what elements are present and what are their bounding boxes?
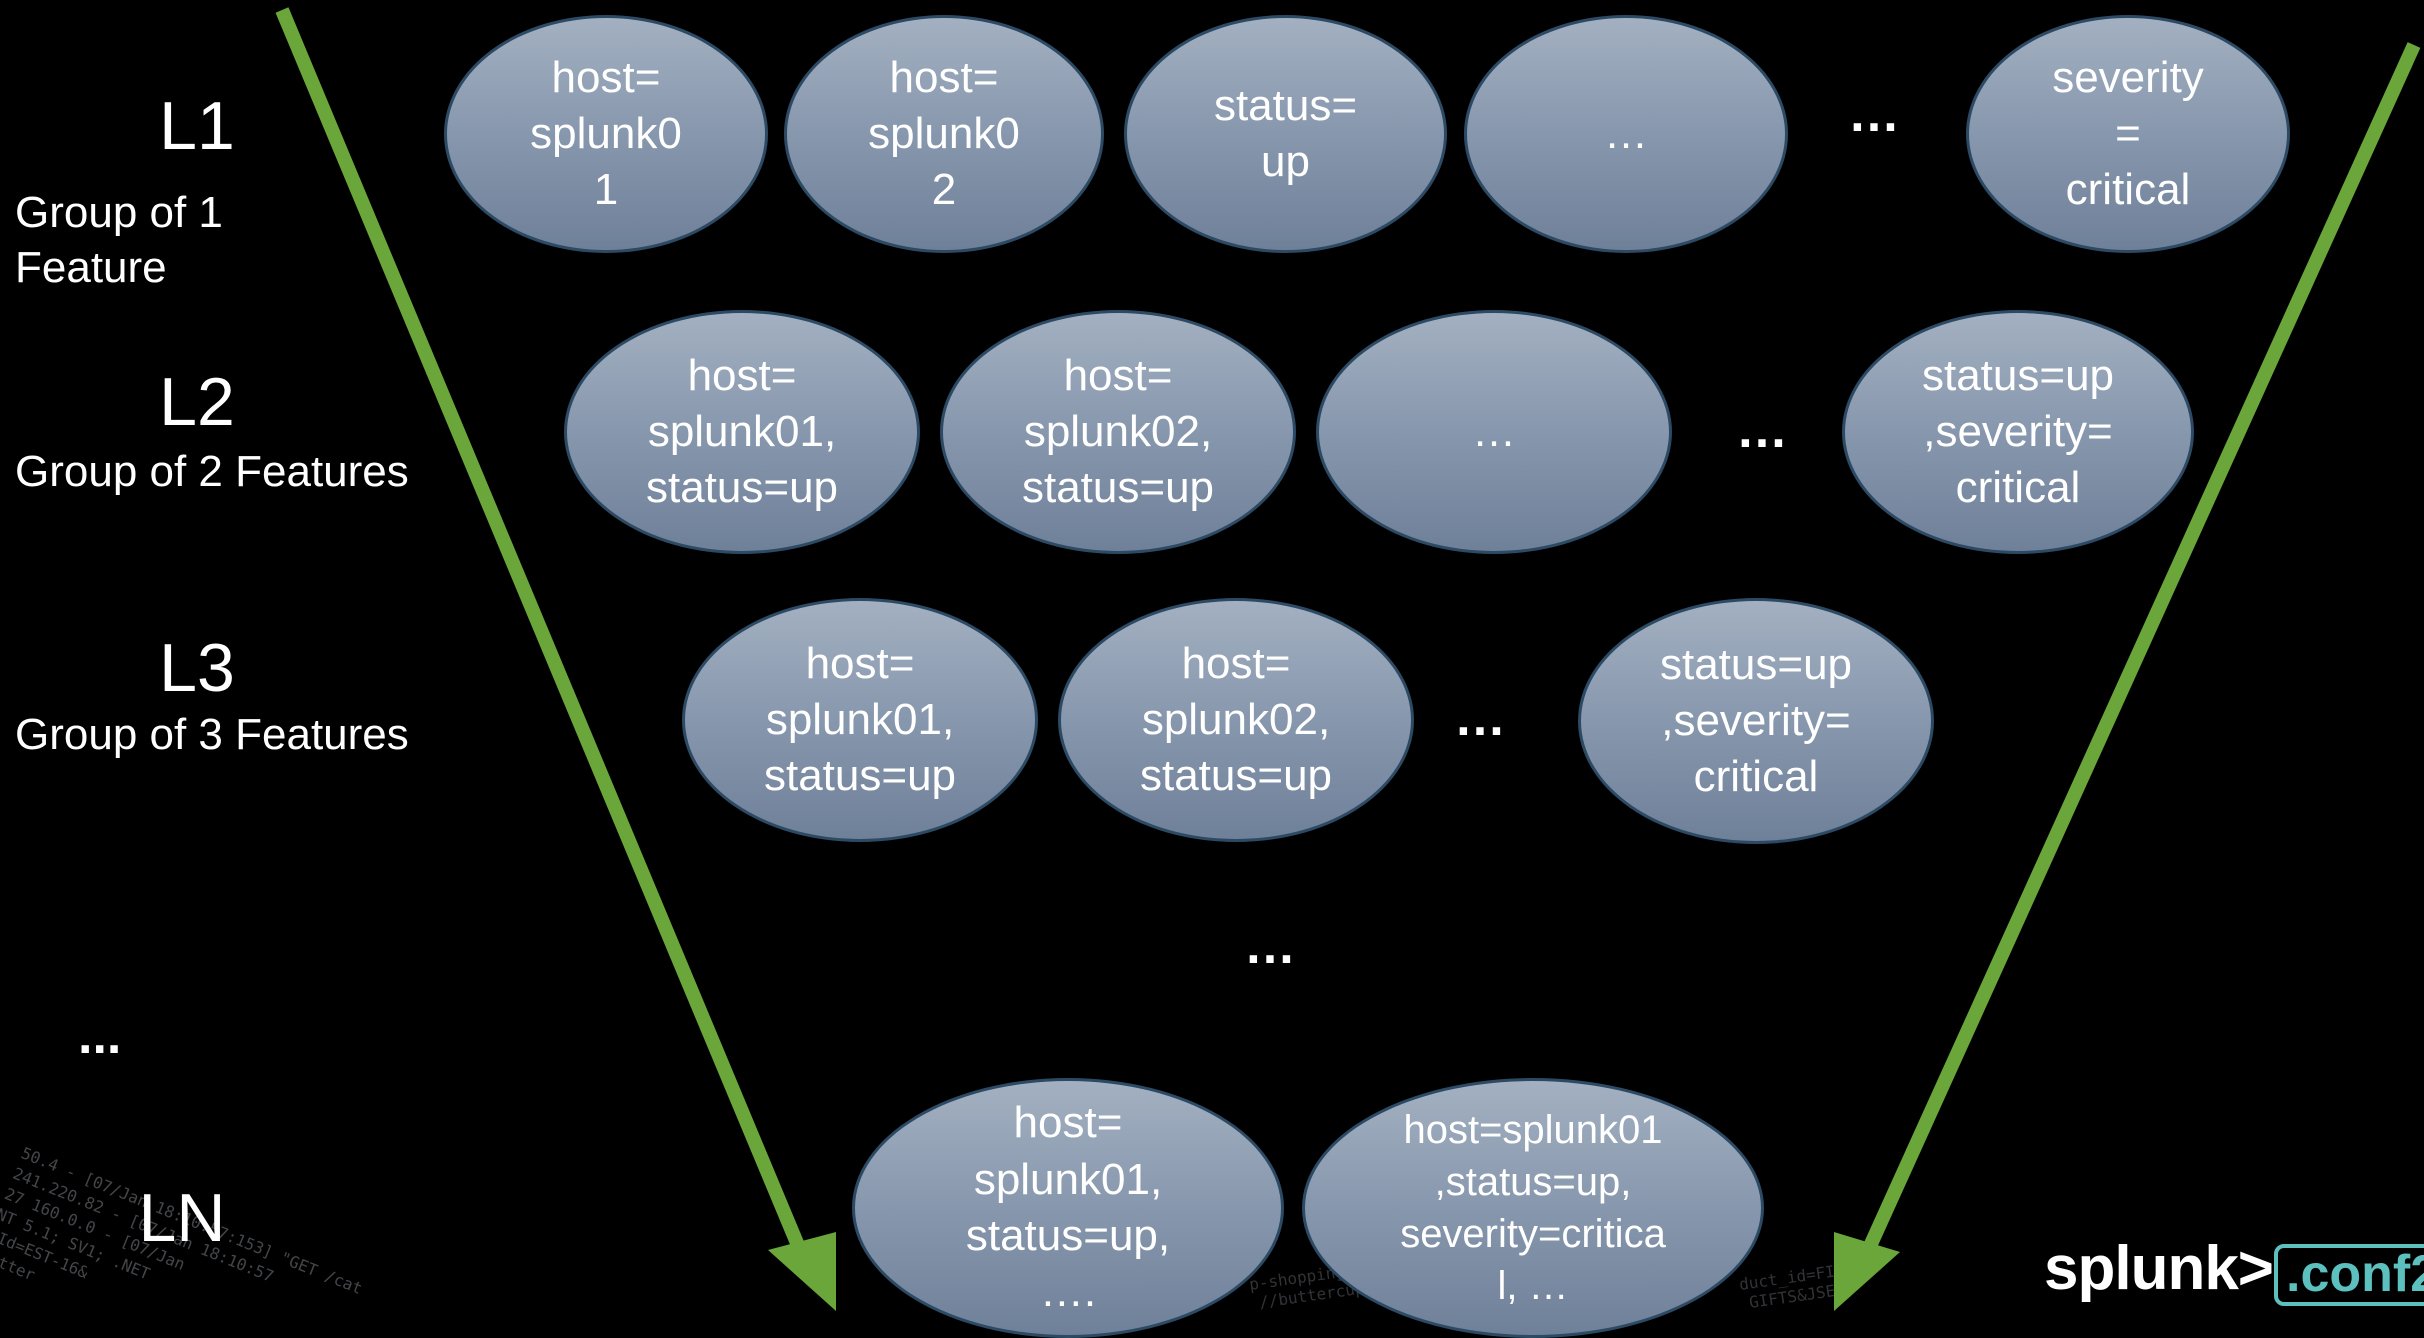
node-l1-host-splunk01: host= splunk0 1 [444, 15, 768, 253]
right-arrowhead [1834, 1232, 1900, 1311]
left-arrow-shaft [275, 7, 809, 1258]
node-ln-host-splunk01-status-up-severity-critical: host=splunk01 ,status=up, severity=criti… [1302, 1078, 1764, 1338]
level-l3-title: L3 [159, 630, 235, 706]
node-l2-status-up-severity-critical: status=up ,severity= critical [1842, 310, 2194, 554]
node-l1-severity-critical: severity = critical [1966, 15, 2290, 253]
node-l3-host-splunk02-status-up: host= splunk02, status=up [1058, 598, 1414, 842]
level-l3-subtitle: Group of 3 Features [15, 710, 409, 759]
level-l2-title: L2 [159, 364, 235, 440]
node-l3-host-splunk01-status-up: host= splunk01, status=up [682, 598, 1038, 842]
level-l2-subtitle: Group of 2 Features [15, 447, 409, 496]
levels-ellipsis: ... [78, 1007, 122, 1065]
node-l1-status-up: status= up [1124, 15, 1447, 253]
level-ln-title: LN [138, 1180, 226, 1256]
conf-logo: .conf20 [2274, 1244, 2424, 1306]
node-l2-host-splunk01-status-up: host= splunk01, status=up [564, 310, 920, 554]
node-l1-placeholder: … [1464, 15, 1788, 253]
splunk-logo: splunk> [2044, 1234, 2274, 1303]
node-l2-host-splunk02-status-up: host= splunk02, status=up [940, 310, 1296, 554]
row3-ellipsis: … [1454, 689, 1506, 747]
middle-ellipsis: … [1244, 917, 1296, 975]
right-arrow-shaft [1859, 42, 2421, 1258]
level-l1-subtitle: Group of 1 Feature [15, 188, 223, 292]
node-l1-host-splunk02: host= splunk0 2 [784, 15, 1104, 253]
node-l3-status-up-severity-critical: status=up ,severity= critical [1578, 598, 1934, 844]
row2-ellipsis: … [1736, 401, 1788, 459]
node-l2-placeholder: … [1316, 310, 1672, 554]
row1-ellipsis: … [1848, 85, 1900, 143]
left-arrowhead [768, 1232, 836, 1311]
level-l1-title: L1 [159, 88, 235, 164]
node-ln-host-splunk01-status-up: host= splunk01, status=up, …. [852, 1078, 1284, 1338]
